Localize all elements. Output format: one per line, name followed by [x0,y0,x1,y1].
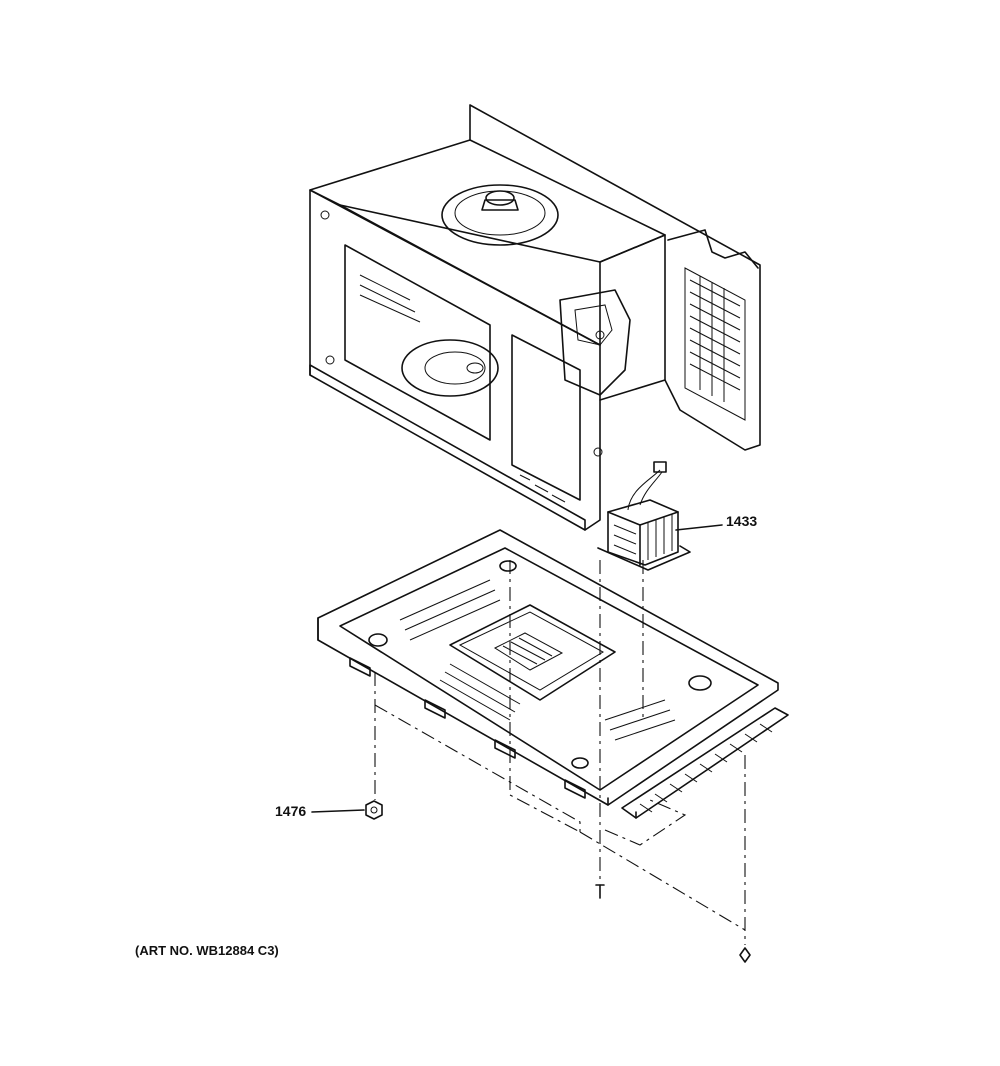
screw-part [595,884,605,899]
leader-line-1476 [311,809,365,813]
base-plate [317,529,779,806]
choke-gasket-strip [621,707,789,819]
cavity-assembly [309,104,761,531]
leader-line-1433 [675,524,723,531]
nut-part [365,800,383,820]
alignment-centerlines [374,560,746,945]
screw-part-lower [739,947,751,963]
callout-1433: 1433 [726,513,757,529]
art-number-label: (ART NO. WB12884 C3) [135,943,279,958]
high-voltage-transformer [597,461,691,571]
callout-1476: 1476 [275,803,306,819]
